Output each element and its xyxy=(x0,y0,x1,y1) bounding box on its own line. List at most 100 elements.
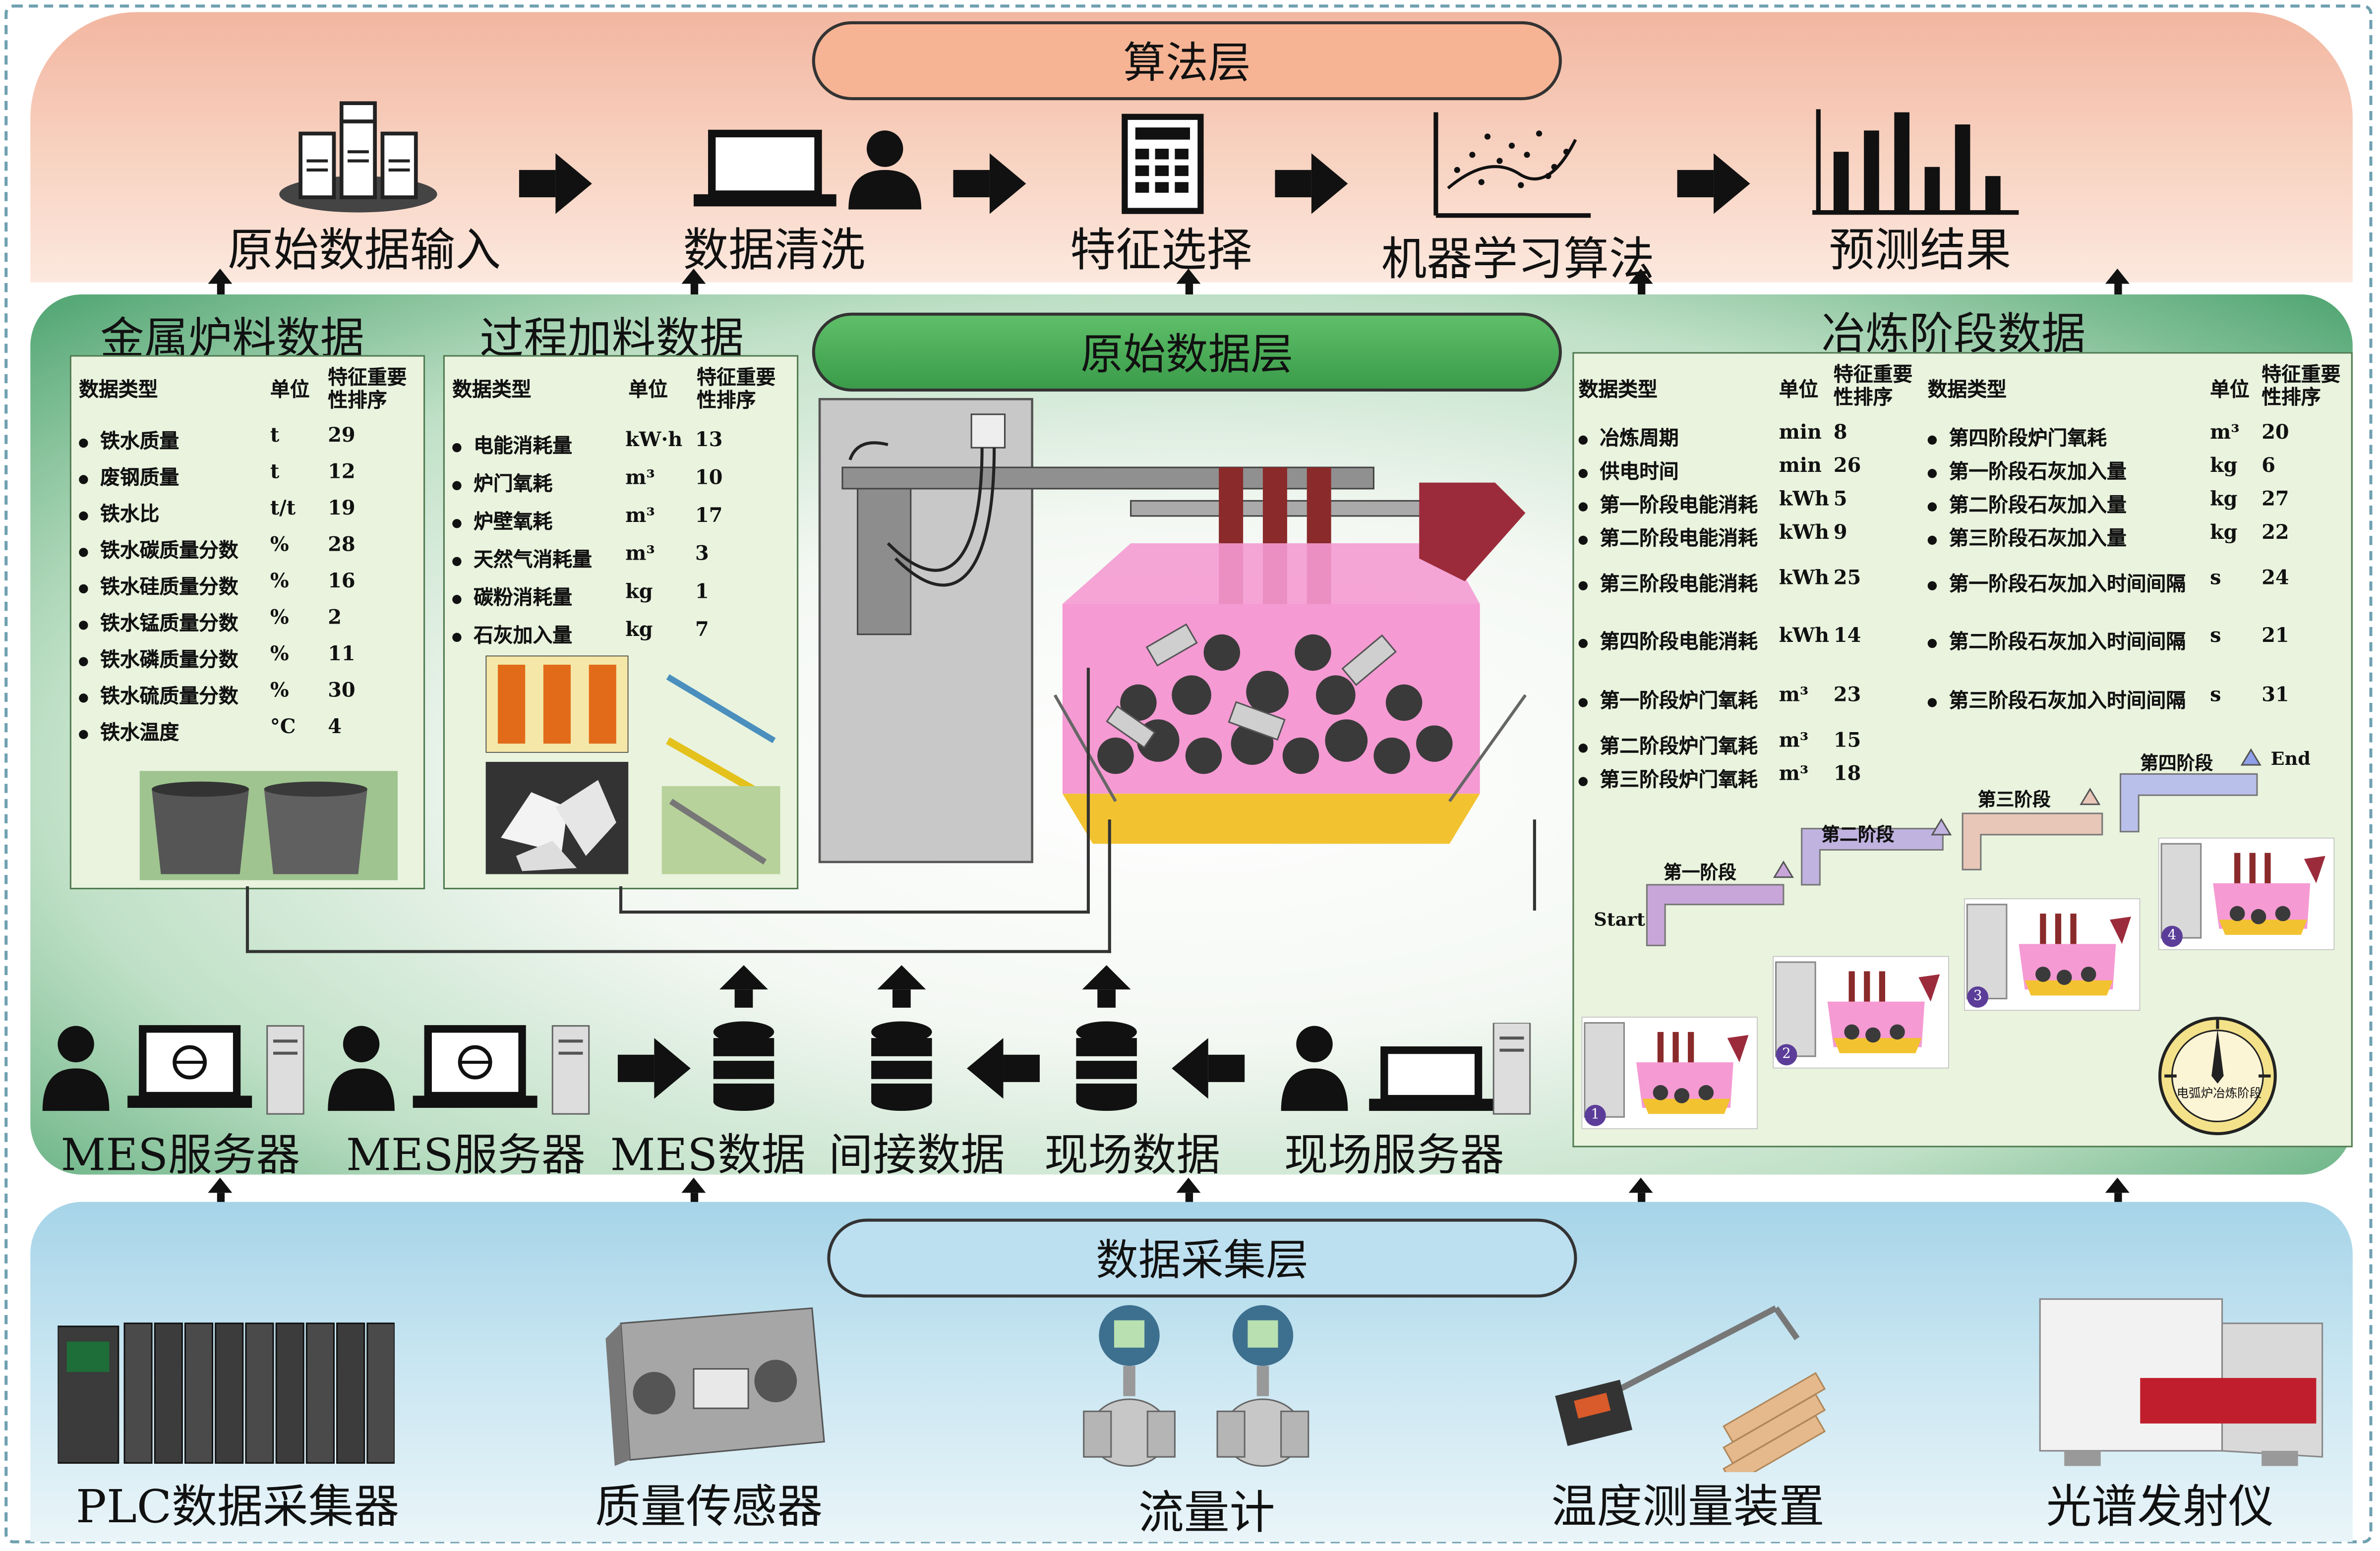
bullet-icon xyxy=(452,556,462,566)
mes-database-icon xyxy=(713,1021,774,1111)
smelting-left-name: 第三阶段炉门氧耗 xyxy=(1600,769,1758,793)
process-name: 电能消耗量 xyxy=(474,435,573,459)
mes-to-data-arrow xyxy=(617,1038,691,1099)
smelting-right-rank: 24 xyxy=(2261,568,2289,590)
smelting-right-name: 第一阶段石灰加入量 xyxy=(1949,461,2127,484)
step-start-label: Start xyxy=(1594,909,1645,930)
flow-meter-label: 流量计 xyxy=(1138,1487,1275,1541)
smelting-right-rank: 31 xyxy=(2261,684,2289,707)
process-unit: m³ xyxy=(625,505,655,528)
algo-arrow-4 xyxy=(1677,153,1750,214)
metal-rank: 19 xyxy=(328,498,356,521)
ladle-image xyxy=(139,771,398,880)
smelting-left-rank: 5 xyxy=(1833,488,1847,512)
electrode-image xyxy=(485,655,629,753)
scatter-plot-icon xyxy=(1433,112,1591,218)
metal-header-type: 数据类型 xyxy=(79,379,158,402)
bullet-icon xyxy=(1578,468,1588,477)
metal-unit: % xyxy=(270,607,289,630)
smelting-left-unit: kWh xyxy=(1779,522,1829,545)
bullet-icon xyxy=(79,474,88,484)
source-field-server-label: 现场服务器 xyxy=(1284,1129,1504,1181)
dial-caption: 电弧炉冶炼阶段 xyxy=(2176,1087,2262,1100)
spectrometer-label: 光谱发射仪 xyxy=(2046,1481,2274,1535)
smelting-stage-steps xyxy=(1646,748,2261,946)
smelting-header-type-left: 数据类型 xyxy=(1578,379,1658,402)
field-to-indirect-arrow xyxy=(966,1038,1040,1099)
smelting-left-rank: 8 xyxy=(1833,422,1847,445)
bullet-icon xyxy=(1578,743,1588,752)
smelting-left-name: 第二阶段炉门氧耗 xyxy=(1600,736,1758,759)
smelting-left-unit: min xyxy=(1779,422,1822,445)
stage-raw-input-label: 原始数据输入 xyxy=(228,225,501,278)
furnace-number-badge: 2 xyxy=(1776,1044,1797,1066)
step-end-label: End xyxy=(2270,748,2311,770)
process-header-rank: 特征重要性排序 xyxy=(697,367,776,413)
metal-unit: t/t xyxy=(270,498,296,521)
server-cluster-icon xyxy=(279,101,437,213)
bullet-icon xyxy=(1927,435,1937,444)
smelting-right-rank: 22 xyxy=(2261,522,2289,545)
smelting-left-name: 第一阶段炉门氧耗 xyxy=(1600,690,1758,713)
mini-furnace-drawing xyxy=(1963,897,2141,1012)
stage-ml-algorithm-label: 机器学习算法 xyxy=(1381,233,1655,287)
bullet-icon xyxy=(452,442,462,452)
metal-name: 铁水碳质量分数 xyxy=(100,540,238,563)
mini-furnace: 3 xyxy=(1963,897,2141,1017)
mini-furnace: 1 xyxy=(1581,1016,1759,1135)
furnace-number-badge: 3 xyxy=(1967,986,1989,1008)
metal-name: 铁水硫质量分数 xyxy=(100,686,238,709)
stage-data-cleaning-label: 数据清洗 xyxy=(683,225,865,278)
process-rank: 17 xyxy=(695,505,723,528)
spectrometer-image xyxy=(2039,1298,2323,1466)
flow-meter-image xyxy=(1083,1305,1309,1467)
smelting-left-name: 供电时间 xyxy=(1600,461,1679,484)
bullet-icon xyxy=(1927,501,1937,511)
field-database-icon xyxy=(1076,1021,1137,1111)
bullet-icon xyxy=(1578,501,1588,511)
bullet-icon xyxy=(452,632,462,641)
metal-header-unit: 单位 xyxy=(270,379,310,402)
smelting-left-unit: m³ xyxy=(1779,730,1809,753)
bullet-icon xyxy=(452,518,462,527)
bullet-icon xyxy=(1578,697,1588,707)
plc-data-collector-image xyxy=(58,1322,395,1464)
algorithm-layer-title: 算法层 xyxy=(812,21,1562,101)
process-name: 碳粉消耗量 xyxy=(474,587,573,610)
process-rank: 1 xyxy=(695,581,709,604)
bullet-icon xyxy=(1927,638,1937,647)
smelting-header-rank-right: 特征重要性排序 xyxy=(2261,364,2341,410)
mini-furnace-drawing xyxy=(1772,955,1950,1069)
smelting-left-unit: kWh xyxy=(1779,625,1829,648)
mes-server-group-1-icon xyxy=(42,1025,304,1115)
smelting-right-name: 第一阶段石灰加入时间间隔 xyxy=(1949,574,2186,597)
metal-rank: 28 xyxy=(328,534,356,557)
lime-image xyxy=(485,761,629,874)
smelting-right-name: 第二阶段石灰加入时间间隔 xyxy=(1949,631,2186,654)
bullet-icon xyxy=(452,594,462,603)
smelting-stage-dial-icon xyxy=(2158,1017,2277,1136)
step-1-label: 第一阶段 xyxy=(1664,862,1737,883)
metal-name: 铁水锰质量分数 xyxy=(100,613,238,636)
algo-arrow-3 xyxy=(1275,153,1348,214)
mes-server-group-2-icon xyxy=(328,1025,590,1115)
smelting-right-name: 第四阶段炉门氧耗 xyxy=(1949,428,2107,451)
bullet-icon xyxy=(1578,638,1588,647)
step-2-label: 第二阶段 xyxy=(1821,824,1895,846)
mini-furnace: 4 xyxy=(2157,837,2335,956)
algo-arrow-1 xyxy=(519,153,592,214)
smelting-header-type-right: 数据类型 xyxy=(1927,379,2007,402)
process-rank: 7 xyxy=(695,619,709,642)
source-mes-server-1-label: MES服务器 xyxy=(60,1129,300,1181)
smelting-right-unit: s xyxy=(2210,625,2221,648)
smelting-right-unit: kg xyxy=(2210,522,2238,545)
smelting-right-name: 第三阶段石灰加入时间间隔 xyxy=(1949,690,2186,713)
up-arrow xyxy=(1176,1177,1201,1208)
metal-unit: % xyxy=(270,534,289,557)
metal-name: 废钢质量 xyxy=(100,467,179,490)
electric-arc-furnace-diagram xyxy=(818,398,1527,863)
metal-rank: 30 xyxy=(328,680,356,703)
bullet-icon xyxy=(1578,435,1588,444)
